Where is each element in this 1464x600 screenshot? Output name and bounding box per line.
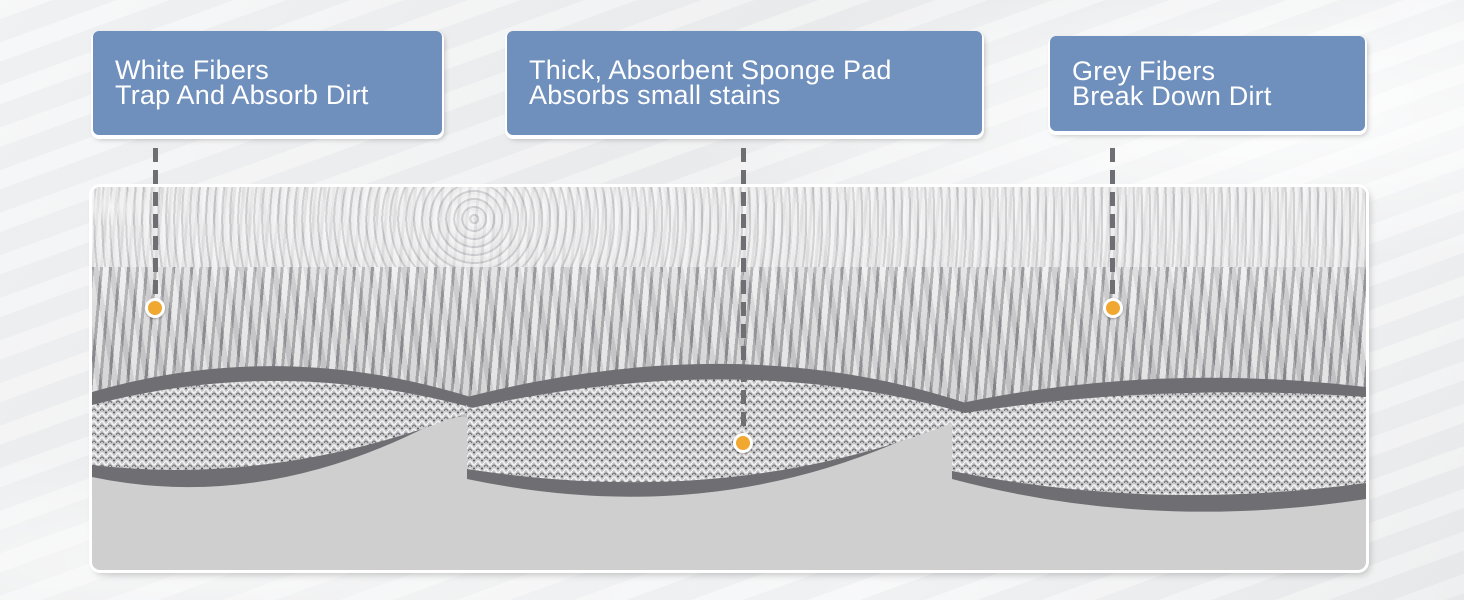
label-grey-fibers: Grey Fibers Break Down Dirt — [1050, 36, 1365, 131]
label-sponge-pad-line2: Absorbs small stains — [529, 80, 781, 110]
marker-dot-grey-fibers — [1103, 298, 1123, 318]
sponge-layer-illustration — [92, 363, 1366, 512]
label-grey-fibers-line2: Break Down Dirt — [1072, 80, 1272, 111]
fiber-tips-texture — [92, 187, 1366, 267]
label-white-fibers-line2: Trap And Absorb Dirt — [115, 80, 369, 110]
marker-dot-sponge-pad — [733, 433, 753, 453]
label-sponge-pad-line1: Thick, Absorbent Sponge Pad — [529, 55, 892, 85]
leader-line-sponge-pad — [741, 148, 746, 433]
mop-pad-cross-section — [92, 187, 1366, 570]
label-white-fibers-line1: White Fibers — [115, 55, 269, 85]
leader-line-white-fibers — [153, 148, 158, 298]
label-white-fibers: White Fibers Trap And Absorb Dirt — [93, 31, 442, 135]
label-sponge-pad: Thick, Absorbent Sponge Pad Absorbs smal… — [507, 31, 982, 135]
marker-dot-white-fibers — [145, 298, 165, 318]
label-grey-fibers-line1: Grey Fibers — [1072, 55, 1216, 86]
leader-line-grey-fibers — [1110, 148, 1115, 298]
